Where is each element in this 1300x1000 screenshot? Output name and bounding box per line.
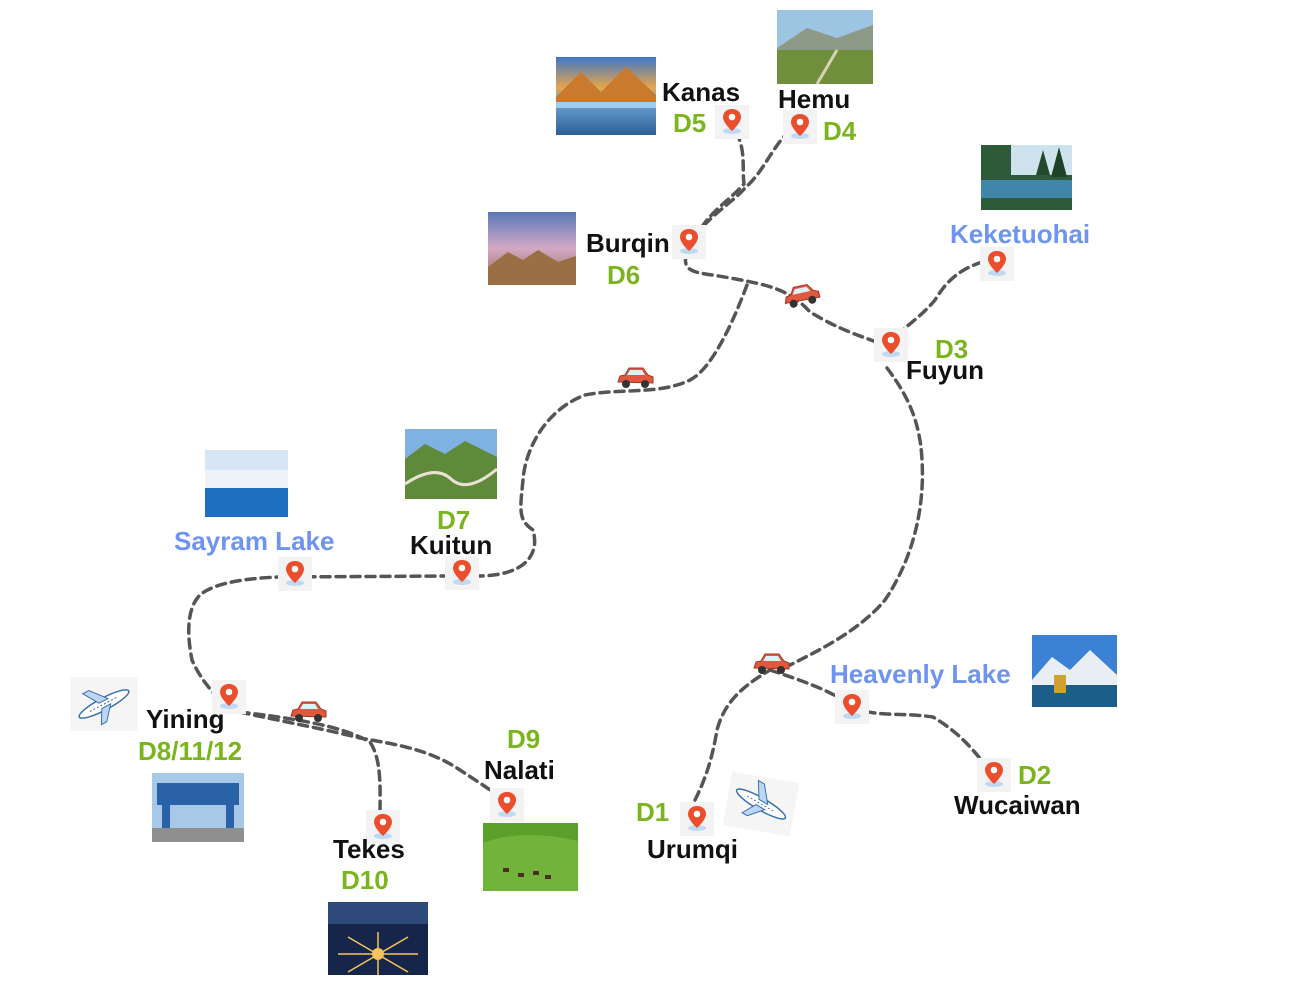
day-hemu: D4 bbox=[823, 116, 857, 146]
map-pin-icon bbox=[980, 247, 1014, 281]
car-icon bbox=[614, 362, 656, 392]
label-tekes: Tekes bbox=[333, 834, 405, 864]
route-fuyun-urumqi bbox=[788, 366, 925, 667]
label-kanas: Kanas bbox=[662, 77, 741, 107]
route-burqin-fuyun bbox=[683, 253, 887, 347]
route-urumqi-car bbox=[693, 668, 772, 802]
map-pin-icon bbox=[366, 810, 400, 844]
label-wucaiwan: Wucaiwan bbox=[954, 790, 1081, 820]
label-sayram: Sayram Lake bbox=[174, 526, 335, 556]
label-hemu: Hemu bbox=[778, 84, 851, 114]
label-nalati: Nalati bbox=[484, 755, 555, 785]
car-icon bbox=[287, 696, 329, 726]
photo-tekes bbox=[328, 902, 428, 975]
day-burqin: D6 bbox=[607, 260, 641, 290]
route-yining-nalati bbox=[238, 710, 502, 799]
map-pin-icon bbox=[672, 225, 706, 259]
map-pin-icon bbox=[783, 110, 817, 144]
label-yining: Yining bbox=[146, 704, 225, 734]
photo-hemu bbox=[777, 10, 873, 84]
route-car-heavenly bbox=[768, 668, 987, 767]
photo-heavenly bbox=[1032, 635, 1117, 707]
label-burqin: Burqin bbox=[586, 228, 670, 258]
airplane-icon bbox=[70, 677, 138, 731]
day-yining: D8/11/12 bbox=[138, 736, 243, 766]
photo-sayram bbox=[205, 450, 288, 517]
route-hemu-burqin bbox=[698, 128, 792, 232]
label-urumqi: Urumqi bbox=[647, 834, 738, 864]
map-pin-icon bbox=[715, 105, 749, 139]
label-kuitun: Kuitun bbox=[410, 530, 493, 560]
photo-kanas bbox=[556, 57, 656, 135]
photo-nalati bbox=[483, 823, 578, 891]
airplane-icon bbox=[722, 771, 800, 837]
map-pin-icon bbox=[445, 556, 479, 590]
day-nalati: D9 bbox=[507, 724, 541, 754]
map-pin-icon bbox=[680, 802, 714, 836]
day-tekes: D10 bbox=[341, 865, 389, 895]
day-urumqi: D1 bbox=[636, 797, 670, 827]
car-icon bbox=[750, 648, 792, 678]
label-heavenly: Heavenly Lake bbox=[830, 659, 1011, 689]
map-pin-icon bbox=[874, 328, 908, 362]
map-pin-icon bbox=[835, 690, 869, 724]
photo-kuitun bbox=[405, 429, 497, 499]
photo-burqin bbox=[488, 212, 576, 285]
map-pin-icon bbox=[490, 788, 524, 822]
car-icon bbox=[777, 276, 824, 314]
route-kuitun-yining bbox=[187, 574, 482, 707]
map-pin-icon bbox=[212, 680, 246, 714]
photo-keketuohai bbox=[981, 145, 1072, 210]
map-pin-icon bbox=[977, 758, 1011, 792]
route-kuitun-burqin bbox=[478, 283, 749, 578]
day-fuyun: D3 bbox=[935, 334, 969, 364]
day-kuitun: D7 bbox=[437, 505, 471, 535]
map-pin-icon bbox=[278, 557, 312, 591]
route-kanas-burqin bbox=[698, 130, 746, 232]
day-kanas: D5 bbox=[673, 108, 707, 138]
label-keketuohai: Keketuohai bbox=[950, 219, 1091, 249]
photo-yining bbox=[152, 773, 244, 842]
route-yining-tekes bbox=[238, 710, 382, 817]
label-fuyun: Fuyun bbox=[906, 355, 984, 385]
day-wucaiwan: D2 bbox=[1018, 760, 1052, 790]
